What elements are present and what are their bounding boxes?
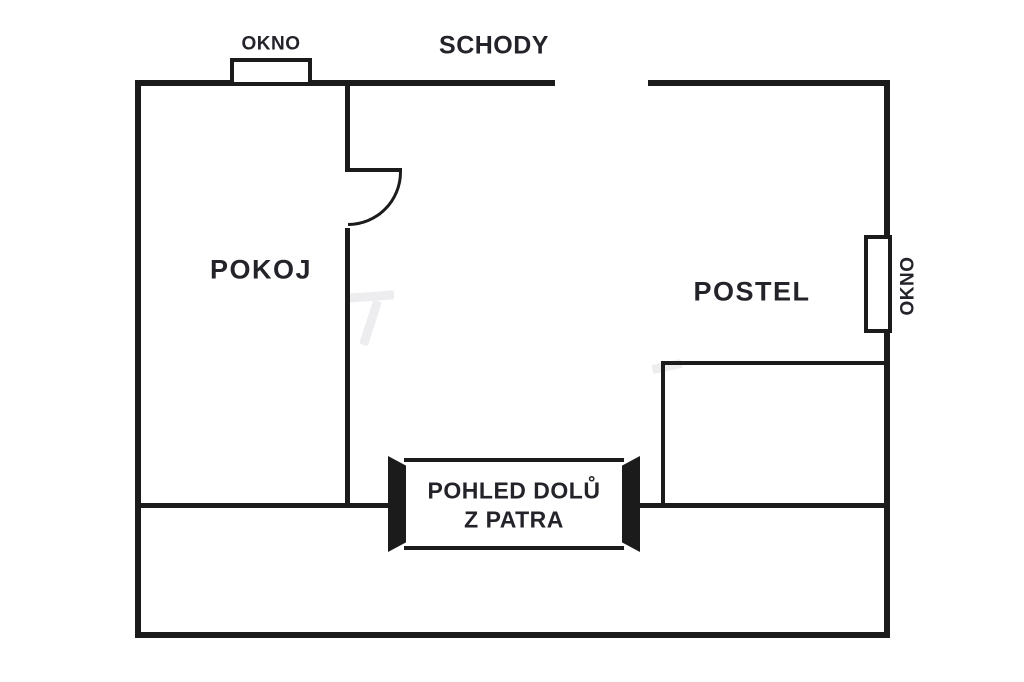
wall-left: [135, 80, 141, 638]
wall-gallery-right: [636, 503, 890, 508]
door-swing-arc: [348, 172, 402, 226]
bed-outline-top: [661, 361, 884, 365]
stair-opening-left-cap: [388, 456, 406, 552]
wall-interior-upper: [345, 86, 350, 170]
wall-right: [884, 80, 890, 638]
wall-interior-lower: [345, 228, 350, 508]
window-top-label: OKNO: [241, 33, 301, 55]
door-leaf: [345, 168, 402, 172]
stair-opening-top-edge: [404, 458, 624, 462]
stair-opening-bottom-edge: [404, 546, 624, 550]
wall-top-left-segment: [135, 80, 555, 86]
stair-opening-right-cap: [622, 456, 640, 552]
bed-outline-left: [661, 363, 665, 503]
window-right-label: OKNO: [897, 256, 919, 316]
window-top: [230, 58, 312, 86]
watermark-fragment: [359, 299, 382, 347]
stairs-label: SCHODY: [439, 31, 549, 60]
wall-top-right-segment: [648, 80, 890, 86]
window-right: [864, 235, 892, 333]
stair-view-label-line1: POHLED DOLŮ: [427, 477, 601, 504]
bed-label: POSTEL: [693, 276, 811, 307]
wall-bottom: [135, 632, 890, 638]
room-label: POKOJ: [209, 254, 313, 285]
stair-view-label-line2: Z PATRA: [464, 506, 564, 533]
wall-gallery-left: [135, 503, 392, 508]
watermark-fragment: [347, 290, 395, 303]
